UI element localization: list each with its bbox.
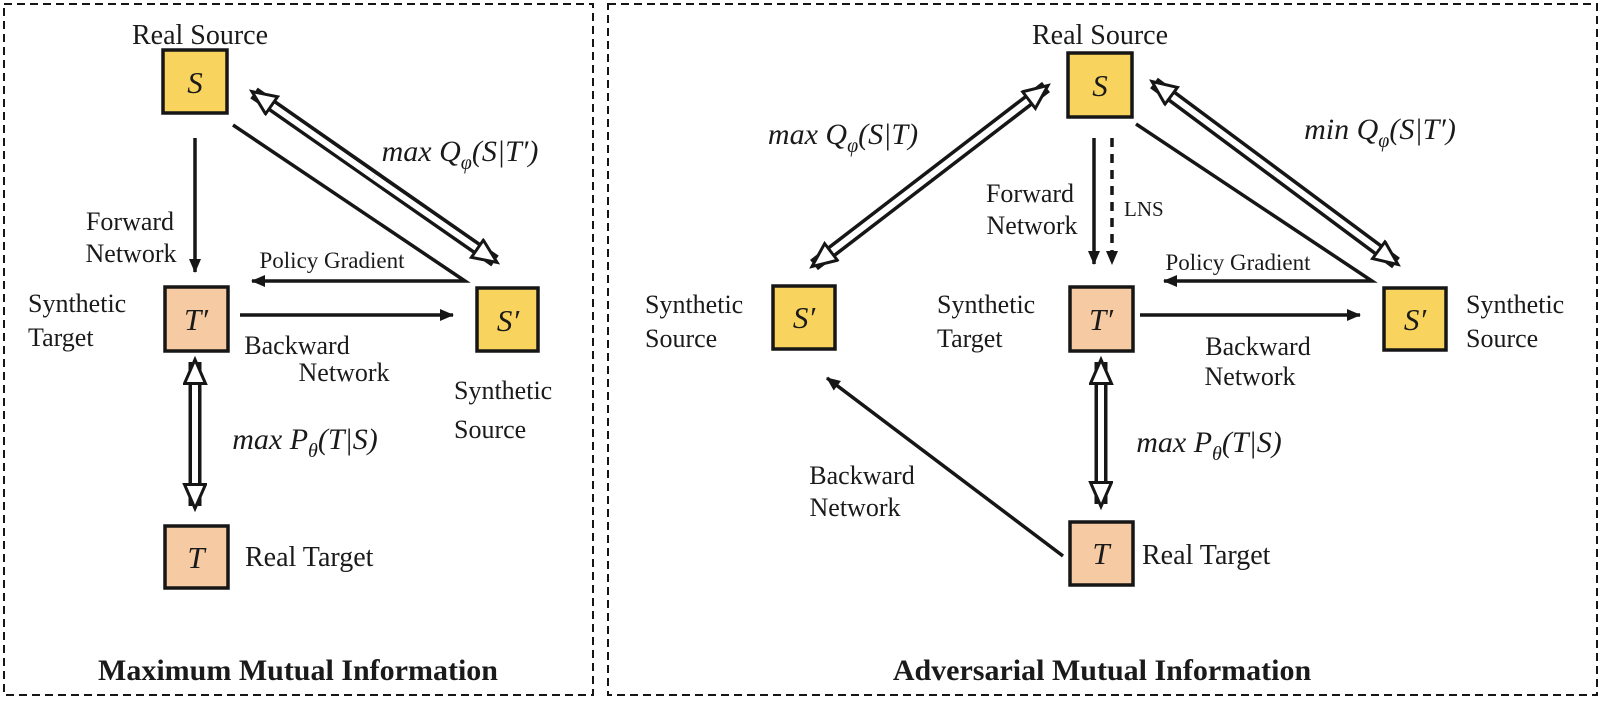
- panel-right-dashed-border: [607, 3, 1598, 696]
- backward-network-label-line2: Network: [299, 358, 390, 387]
- node-synthetic-target-box: [163, 285, 230, 353]
- formula-max-p: max Pθ(T|S): [232, 423, 378, 462]
- formula-min-q-right: min Qφ(S|T′): [1304, 113, 1456, 152]
- real-source-label: Real Source: [1032, 20, 1168, 51]
- min-q-block-arrow-right: [1154, 77, 1396, 269]
- synthetic-target-label-line2: Target: [28, 323, 94, 352]
- policy-gradient-arrow: [232, 123, 471, 287]
- backward-network-diag-label-line2: Network: [810, 493, 901, 522]
- panel-maximum-mutual-information: S T′ S′ T Real Source Forward Network Po…: [3, 3, 594, 696]
- node-s-label: S: [187, 65, 203, 100]
- node-s-label: S: [1092, 68, 1108, 103]
- node-t-prime-label: T′: [1089, 302, 1114, 337]
- node-s-prime-left-label: S′: [793, 300, 817, 335]
- node-synthetic-target-box: [1068, 285, 1135, 353]
- synthetic-target-label-line2: Target: [937, 324, 1003, 353]
- synthetic-target-label-line1: Synthetic: [937, 290, 1035, 319]
- policy-gradient-arrow: [1135, 122, 1378, 287]
- node-t-prime-label: T′: [184, 302, 209, 337]
- synthetic-source-right-label-line1: Synthetic: [1466, 290, 1564, 319]
- panel-right-title: Adversarial Mutual Information: [893, 654, 1312, 687]
- synthetic-source-left-label-line2: Source: [645, 324, 717, 353]
- node-real-target-box: [163, 524, 230, 590]
- node-real-source-box: [1066, 51, 1134, 119]
- forward-network-label-line2: Network: [987, 211, 1078, 240]
- mutual-info-block-arrow: [254, 87, 495, 267]
- backward-network-label-line1: Backward: [244, 331, 349, 360]
- node-s-prime-right-label: S′: [1404, 302, 1428, 337]
- backward-network-label-line1: Backward: [1205, 332, 1310, 361]
- node-synthetic-source-left-box: [771, 284, 837, 351]
- formula-max-q-left: max Qφ(S|T): [768, 118, 918, 157]
- node-synthetic-source-box: [475, 286, 540, 353]
- max-q-block-arrow-left: [814, 81, 1046, 271]
- real-target-label: Real Target: [1142, 540, 1271, 571]
- panel-left-dashed-border: [3, 3, 594, 696]
- synthetic-source-left-label-line1: Synthetic: [645, 290, 743, 319]
- node-s-prime-label: S′: [497, 303, 521, 338]
- forward-network-label-line1: Forward: [86, 207, 174, 236]
- lns-label: LNS: [1124, 197, 1164, 221]
- synthetic-source-label-line2: Source: [454, 415, 526, 444]
- panel-adversarial-mutual-information: S S′ T′ S′ T Real Source Forward Network…: [607, 3, 1598, 696]
- synthetic-target-label-line1: Synthetic: [28, 289, 126, 318]
- node-synthetic-source-right-box: [1382, 286, 1448, 352]
- node-t-label: T: [1092, 536, 1112, 571]
- policy-gradient-label: Policy Gradient: [260, 248, 406, 273]
- panel-left-title: Maximum Mutual Information: [98, 654, 498, 687]
- synthetic-source-right-label-line2: Source: [1466, 324, 1538, 353]
- backward-network-diagonal-arrow: [825, 376, 1065, 558]
- node-real-target-box: [1068, 520, 1135, 587]
- node-t-label: T: [187, 540, 207, 575]
- real-source-label: Real Source: [132, 20, 268, 51]
- formula-max-q: max Qφ(S|T′): [382, 135, 539, 174]
- synthetic-source-label-line1: Synthetic: [454, 376, 552, 405]
- forward-network-label-line2: Network: [86, 239, 177, 268]
- node-real-source-box: [161, 48, 229, 115]
- policy-gradient-label: Policy Gradient: [1166, 250, 1312, 275]
- real-target-label: Real Target: [245, 542, 374, 573]
- backward-network-label-line2: Network: [1205, 362, 1296, 391]
- backward-network-diag-label-line1: Backward: [809, 461, 914, 490]
- formula-max-p: max Pθ(T|S): [1136, 426, 1282, 465]
- forward-network-label-line1: Forward: [986, 179, 1074, 208]
